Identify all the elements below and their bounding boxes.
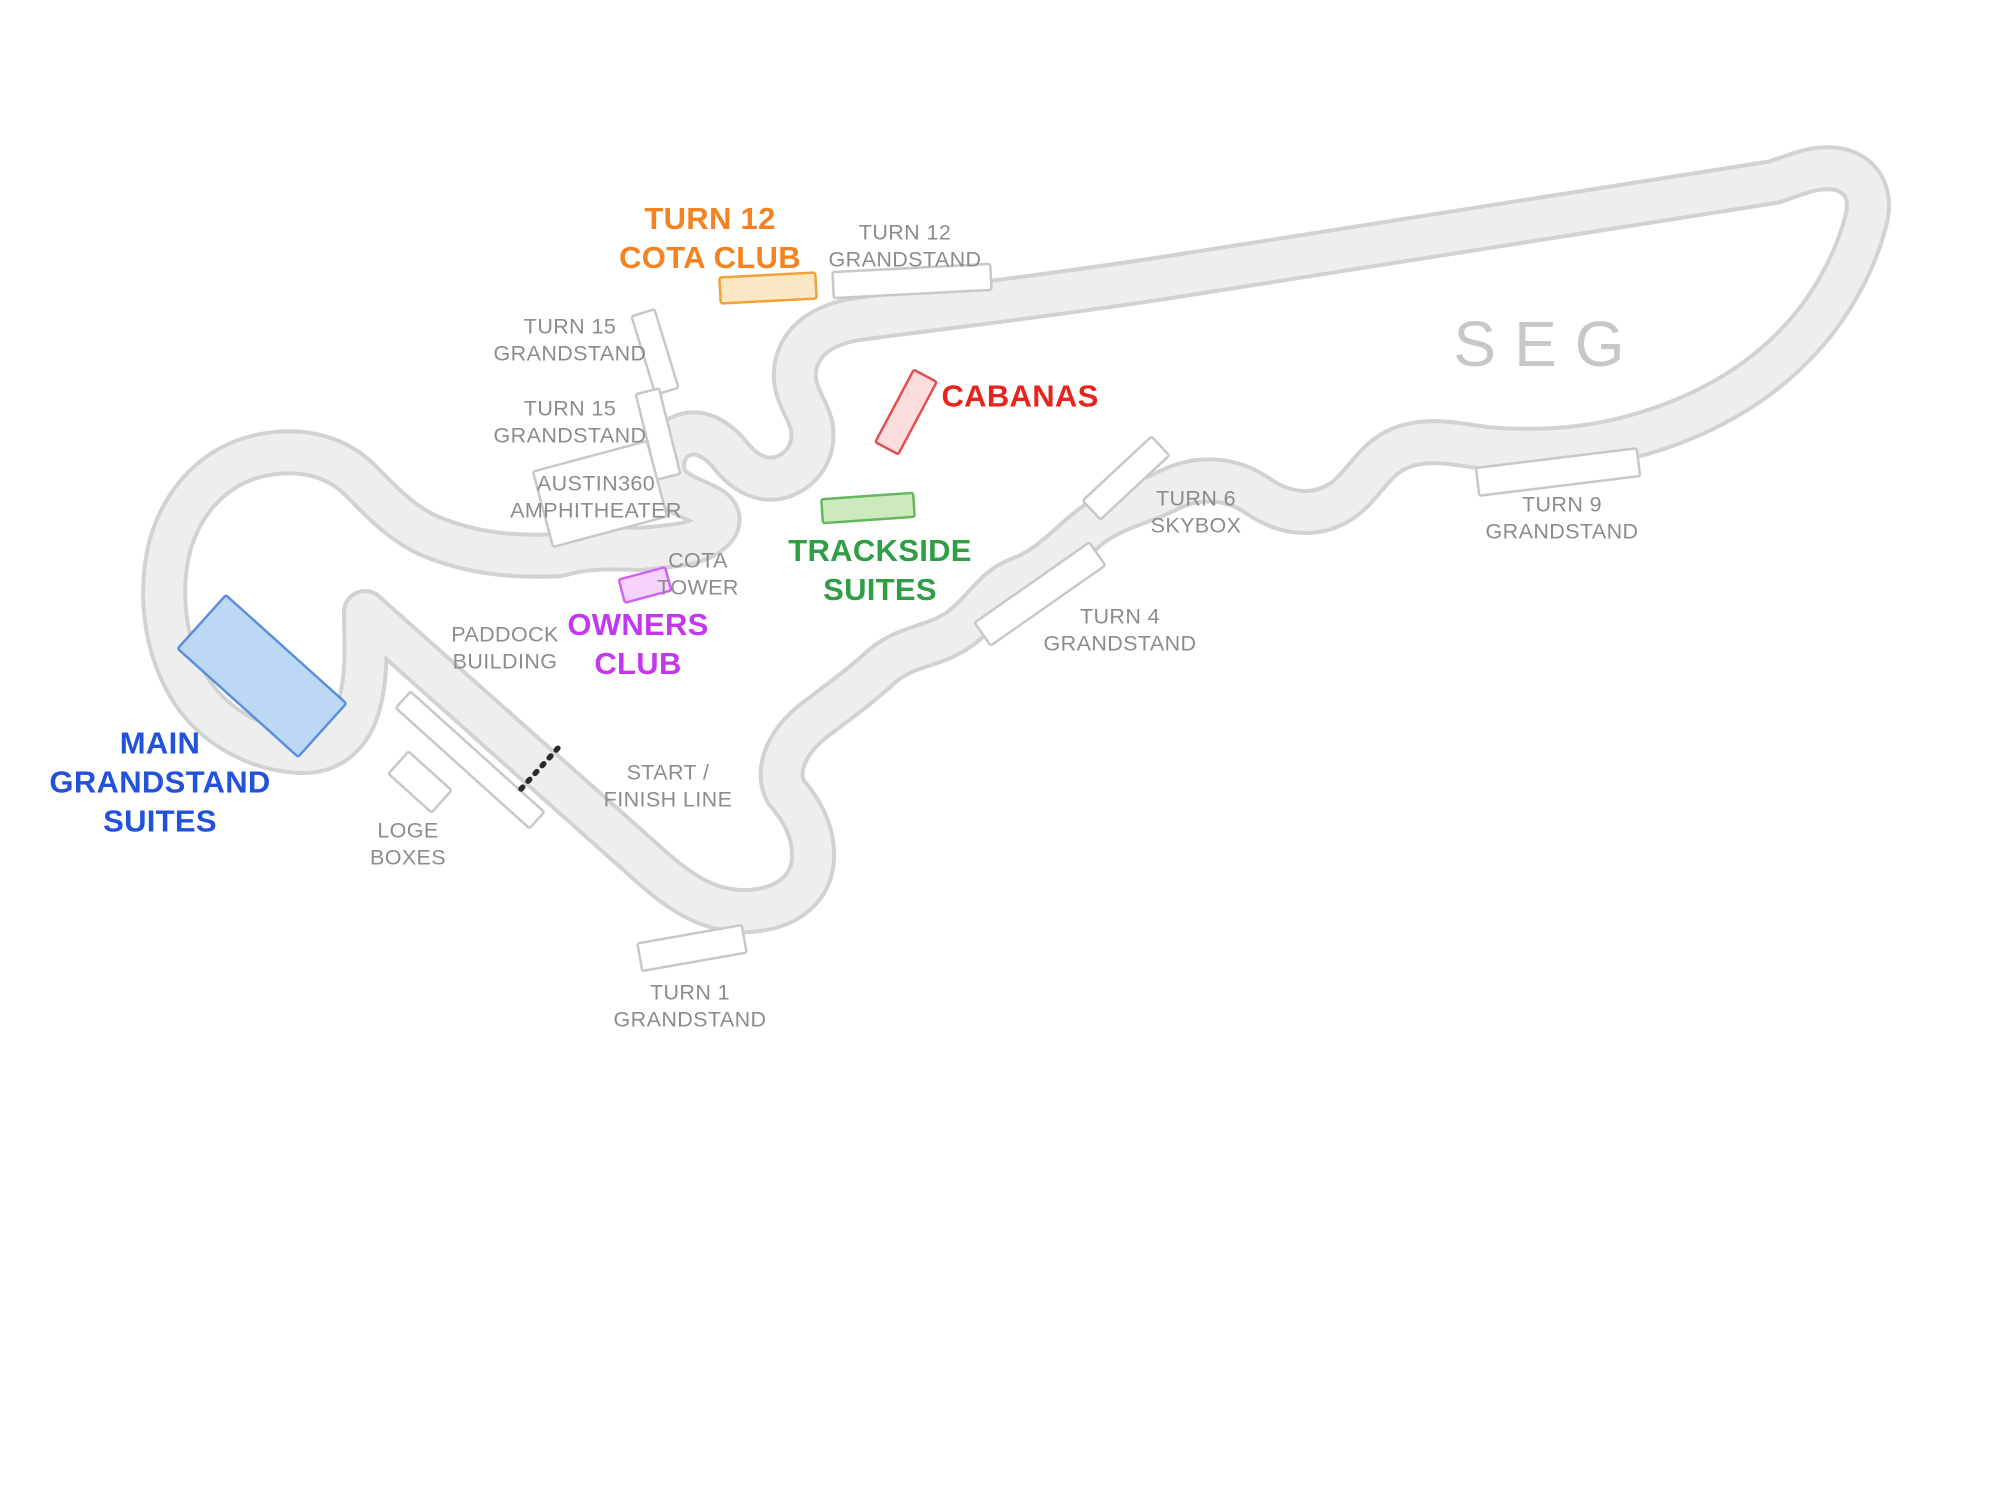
trackside-suites-label[interactable]: TRACKSIDE SUITES: [788, 532, 972, 607]
start-finish-label: START / FINISH LINE: [603, 760, 733, 811]
austin360-amphitheater-label: AUSTIN360 AMPHITHEATER: [510, 471, 682, 522]
turn-12-cota-club-zone[interactable]: [718, 271, 818, 305]
start-finish-line: [518, 744, 562, 792]
trackside-suites-zone[interactable]: [820, 491, 916, 525]
loge-boxes-label: LOGE BOXES: [369, 818, 447, 869]
turn-12-cota-club-label[interactable]: TURN 12 COTA CLUB: [619, 200, 801, 275]
paddock-building-label: PADDOCK BUILDING: [451, 622, 559, 673]
main-grandstand-suites-zone[interactable]: [177, 594, 347, 758]
cabanas-label[interactable]: CABANAS: [941, 378, 1099, 414]
turn-15-grandstand-upper-label: TURN 15 GRANDSTAND: [493, 314, 647, 365]
owners-club-zone[interactable]: [617, 566, 673, 604]
turn-6-skybox-zone[interactable]: [1082, 436, 1170, 520]
cabanas-zone[interactable]: [874, 369, 938, 455]
owners-club-label[interactable]: OWNERS CLUB: [567, 606, 709, 681]
turn-4-grandstand-label: TURN 4 GRANDSTAND: [1043, 604, 1197, 655]
cota-tower-label: COTA TOWER: [657, 548, 739, 599]
turn-1-grandstand-zone[interactable]: [636, 924, 748, 972]
turn-15-grandstand-lower-zone[interactable]: [634, 387, 682, 481]
turn-12-grandstand-label: TURN 12 GRANDSTAND: [828, 220, 982, 271]
turn-6-skybox-label: TURN 6 SKYBOX: [1150, 486, 1242, 537]
main-grandstand-suites-label[interactable]: MAIN GRANDSTAND SUITES: [49, 725, 271, 839]
turn-12-grandstand-zone[interactable]: [831, 262, 993, 300]
seatgeek-watermark: SEG: [1453, 308, 1643, 380]
turn-15-grandstand-lower-label: TURN 15 GRANDSTAND: [493, 396, 647, 447]
loge-boxes-zone[interactable]: [387, 751, 453, 813]
turn-15-grandstand-upper-zone[interactable]: [630, 308, 680, 396]
austin360-amphitheater-zone: [532, 440, 668, 548]
turn-9-grandstand-label: TURN 9 GRANDSTAND: [1485, 492, 1639, 543]
paddock-building-zone: [395, 691, 545, 829]
turn-4-grandstand-zone[interactable]: [974, 541, 1106, 647]
turn-1-grandstand-label: TURN 1 GRANDSTAND: [613, 980, 767, 1031]
turn-9-grandstand-zone[interactable]: [1474, 447, 1642, 497]
